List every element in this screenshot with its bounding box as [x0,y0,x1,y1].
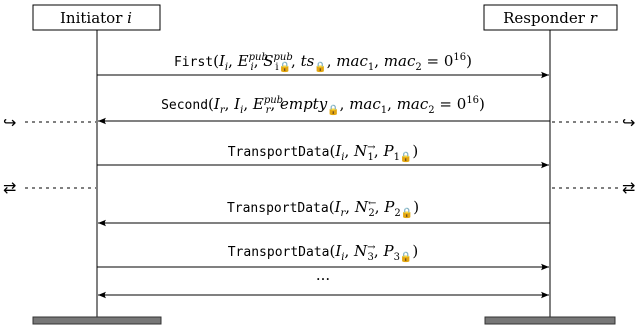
responder-label: Responder r [503,9,598,27]
hook-arrow-icon: ↪ [3,113,16,132]
message-label: TransportData(Ii, N→3, P3🔒) [228,242,419,263]
message-ellipsis: ··· [98,270,549,299]
message-label: TransportData(Ir, N←2, P2🔒) [227,198,419,219]
exchange-arrows-icon: ⇄ [3,178,16,197]
message-transport2: TransportData(Ir, N←2, P2🔒) [98,198,550,227]
initiator-label: Initiator i [60,9,132,27]
message-transport3: TransportData(Ii, N→3, P3🔒) [97,242,549,271]
exchange-arrows-icon: ⇄ [622,178,635,197]
message-label: ··· [316,270,330,288]
hook-arrow-icon: ↪ [622,113,635,132]
initiator-box: Initiator i [32,4,161,31]
responder-end-bar [484,316,616,325]
initiator-end-bar [32,316,162,325]
exchange-marker-right: ⇄ [552,178,635,197]
message-label: TransportData(Ii, N→1, P1🔒) [228,142,419,163]
responder-box: Responder r [483,4,618,31]
handshake-marker-right: ↪ [552,113,635,132]
message-transport1: TransportData(Ii, N→1, P1🔒) [97,142,549,169]
exchange-marker-left: ⇄ [3,178,96,197]
handshake-marker-left: ↪ [3,113,96,132]
